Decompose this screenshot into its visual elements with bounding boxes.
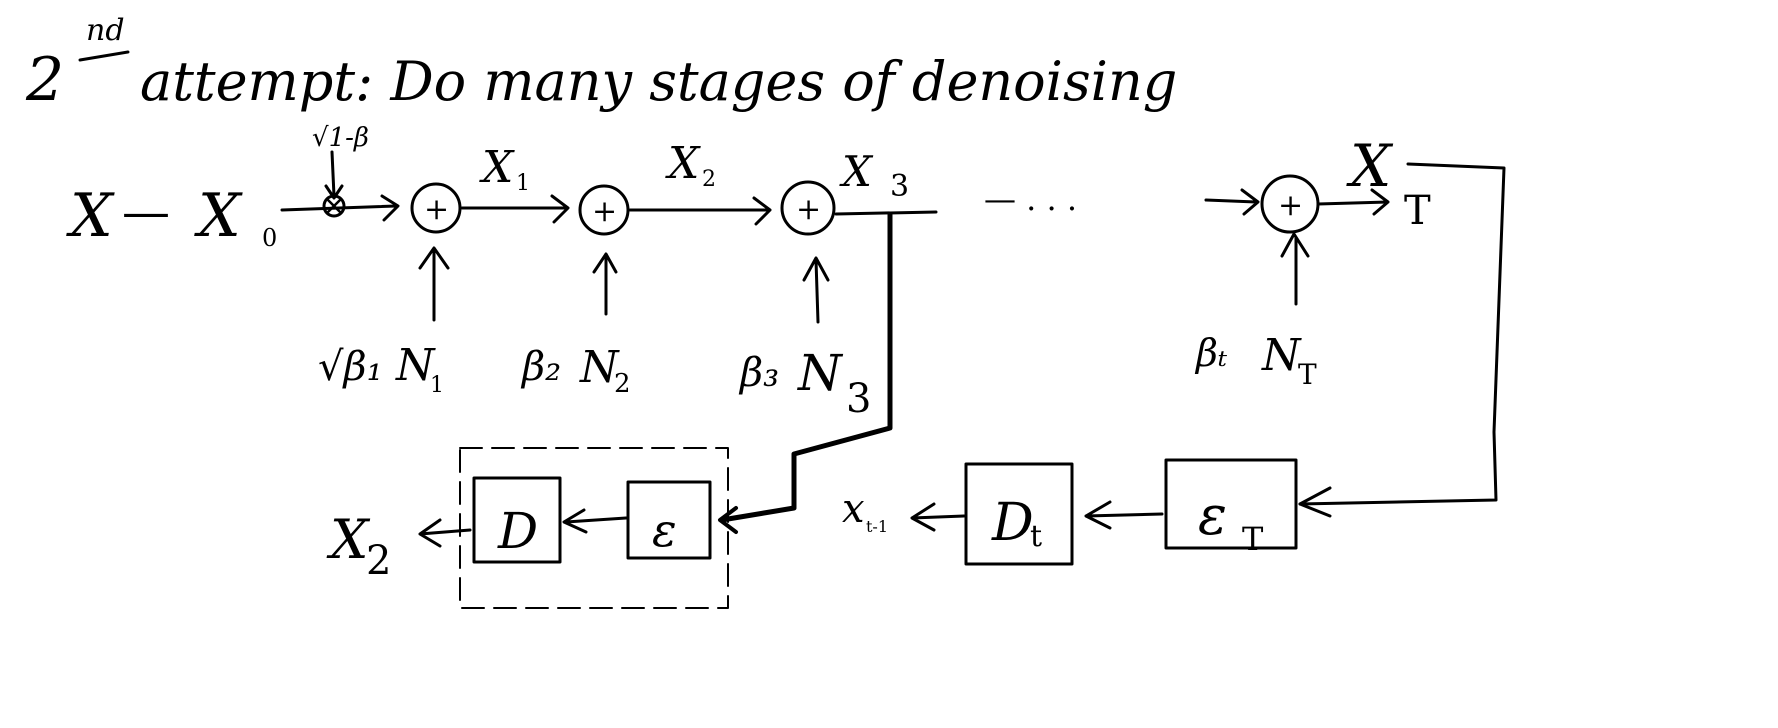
decoderT-label: D bbox=[991, 493, 1034, 553]
title-ordinal-underline bbox=[78, 50, 130, 62]
denoise-block: D ε bbox=[459, 447, 729, 609]
arrowhead-into-block bbox=[718, 506, 738, 534]
forward-chain: X — X 0 √1-β + X 1 + X 2 bbox=[66, 123, 1431, 252]
xT-label: X bbox=[1346, 132, 1394, 200]
arrow-x0-to-adder1 bbox=[280, 194, 400, 222]
svg-text:β₂: β₂ bbox=[520, 344, 561, 390]
xT-subscript: T bbox=[1404, 188, 1431, 234]
xt-1-subscript: t-1 bbox=[866, 517, 888, 536]
noise-inputs: √β₁ N 1 β₂ N 2 β₃ N 3 βₜ N T bbox=[318, 232, 1317, 422]
svg-text:+: + bbox=[796, 192, 821, 227]
decoderT-subscript: t bbox=[1030, 519, 1042, 554]
svg-text:2: 2 bbox=[614, 369, 631, 399]
adder-3: + bbox=[780, 180, 836, 236]
noise-label-1: √β₁ N 1 bbox=[318, 340, 444, 398]
svg-text:+: + bbox=[1278, 188, 1303, 223]
reverse-x2-label: X bbox=[326, 508, 371, 571]
svg-text:βₜ: βₜ bbox=[1194, 331, 1228, 375]
svg-text:√β₁: √β₁ bbox=[318, 344, 383, 390]
xt-1-label: x bbox=[842, 486, 865, 532]
dash-label: — bbox=[122, 184, 170, 240]
scale-label: √1-β bbox=[312, 123, 369, 153]
adder-1: + bbox=[410, 182, 462, 234]
svg-text:T: T bbox=[1298, 358, 1317, 391]
x1-label: X bbox=[479, 142, 515, 193]
noise-arrow-2 bbox=[592, 252, 618, 316]
x0-subscript: 0 bbox=[262, 224, 277, 252]
arrowhead-into-encoderT bbox=[1298, 486, 1332, 518]
encoder-box bbox=[626, 480, 712, 560]
noise-label-T: βₜ N T bbox=[1194, 330, 1317, 391]
path-xT-to-encoderT bbox=[1298, 162, 1506, 506]
x3-label: X bbox=[839, 147, 874, 196]
reverse-x2-subscript: 2 bbox=[366, 538, 391, 584]
arrow-decoder-to-x2 bbox=[418, 518, 472, 548]
x0-label: X bbox=[194, 181, 243, 251]
x3-subscript: 3 bbox=[890, 169, 909, 204]
svg-text:+: + bbox=[424, 192, 449, 227]
x2-subscript: 2 bbox=[702, 167, 716, 192]
title-ordinal: 2 bbox=[25, 45, 64, 115]
arrow-adder2-to-adder3 bbox=[628, 196, 772, 226]
dashed-group-box bbox=[459, 447, 729, 609]
noise-arrow-T bbox=[1280, 232, 1310, 306]
x2-label: X bbox=[665, 138, 701, 189]
encoder-label: ε bbox=[652, 503, 677, 557]
scale-arrow bbox=[324, 150, 344, 200]
svg-text:N: N bbox=[579, 342, 620, 393]
encoderT-box bbox=[1164, 458, 1298, 550]
svg-text:3: 3 bbox=[846, 376, 871, 422]
noise-arrow-1 bbox=[418, 246, 450, 322]
decoder-label: D bbox=[497, 502, 538, 560]
arrow-to-adderT bbox=[1204, 188, 1260, 216]
arrow-decoderT-to-xt-1 bbox=[910, 502, 966, 532]
title-ordinal-suffix: nd bbox=[86, 13, 125, 48]
x1-subscript: 1 bbox=[516, 171, 530, 196]
title: 2 nd attempt: Do many stages of denoisin… bbox=[25, 13, 1177, 115]
noise-label-3: β₃ N 3 bbox=[738, 344, 871, 422]
encoderT-label: ε bbox=[1198, 484, 1227, 547]
svg-text:N: N bbox=[1261, 330, 1302, 381]
svg-text:N: N bbox=[395, 340, 436, 391]
adder-2: + bbox=[578, 184, 630, 236]
arrow-encoder-to-decoder bbox=[562, 508, 628, 534]
title-text: attempt: Do many stages of denoising bbox=[140, 50, 1177, 113]
svg-text:+: + bbox=[592, 194, 617, 229]
multiply-node bbox=[322, 194, 346, 218]
noise-arrow-3 bbox=[802, 256, 830, 324]
arrow-encoderT-to-decoderT bbox=[1084, 500, 1164, 530]
arrow-adder1-to-adder2 bbox=[460, 194, 570, 224]
noise-label-2: β₂ N 2 bbox=[520, 342, 631, 399]
svg-text:N: N bbox=[797, 344, 844, 402]
encoderT-subscript: T bbox=[1242, 520, 1264, 558]
ellipsis: — . . . bbox=[984, 180, 1077, 218]
adder-T: + bbox=[1260, 174, 1320, 234]
decoderT-box bbox=[964, 462, 1074, 566]
decoder-box bbox=[472, 476, 562, 564]
svg-text:1: 1 bbox=[430, 373, 444, 398]
x-label: X bbox=[66, 181, 115, 251]
line-after-adder3 bbox=[834, 210, 938, 216]
arrow-adderT-to-xT bbox=[1316, 188, 1390, 216]
svg-text:β₃: β₃ bbox=[738, 350, 779, 396]
path-x3-to-block bbox=[719, 211, 893, 523]
